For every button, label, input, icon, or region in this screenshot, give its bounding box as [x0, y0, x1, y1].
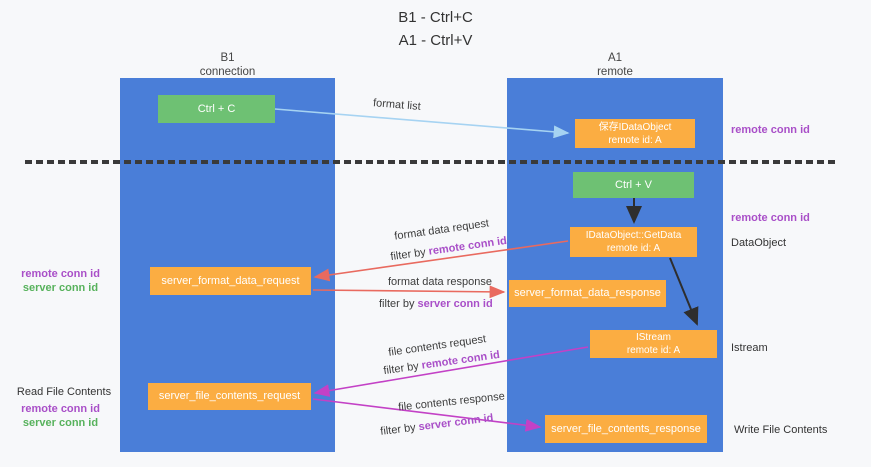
right-column-subtitle: remote: [597, 66, 633, 79]
idataobject-getdata-box: IDataObject::GetData remote id: A: [570, 227, 697, 257]
right-column-header: A1 remote: [507, 51, 723, 80]
server-conn-id-text: server conn id: [417, 412, 495, 434]
right-remote-conn-id-mid: remote conn id: [731, 212, 810, 224]
left-column-subtitle: connection: [199, 66, 256, 79]
label-format-data-response: format data response: [388, 276, 492, 288]
label-file-contents-response: file contents response: [397, 390, 506, 414]
saved-idataobject-box: 保存IDataObject remote id: A: [575, 119, 695, 148]
server-file-contents-response-box: server_file_contents_response: [545, 415, 707, 443]
section-divider-dashed-line: [25, 160, 835, 164]
istream-line1: IStream: [635, 332, 671, 343]
left-server-conn-id-bottom: server conn id: [22, 417, 99, 429]
idataobject-getdata-line1: IDataObject::GetData: [585, 230, 682, 241]
saved-idataobject-line1: 保存IDataObject: [598, 121, 672, 133]
diagram-title: B1 - Ctrl+C A1 - Ctrl+V: [0, 7, 871, 52]
label-filter-server-2: filter by server conn id: [379, 412, 495, 438]
server-file-contents-request-label: server_file_contents_request: [158, 390, 301, 403]
server-format-data-request-box: server_format_data_request: [150, 267, 311, 295]
saved-idataobject-line2: remote id: A: [608, 134, 662, 146]
right-write-file-contents-label: Write File Contents: [734, 424, 828, 436]
ctrl-v-label: Ctrl + V: [615, 178, 652, 191]
label-format-list: format list: [372, 97, 422, 113]
label-filter-server-1: filter by server conn id: [379, 298, 493, 310]
istream-box: IStream remote id: A: [590, 330, 717, 358]
remote-conn-id-text: remote conn id: [427, 234, 508, 258]
ctrl-v-box: Ctrl + V: [573, 172, 694, 198]
server-format-data-response-box: server_format_data_response: [509, 280, 666, 307]
server-file-contents-response-label: server_file_contents_response: [551, 422, 701, 435]
left-read-file-contents-label: Read File Contents: [16, 386, 112, 398]
right-column-title: A1: [607, 52, 623, 64]
server-format-data-request-label: server_format_data_request: [161, 274, 300, 287]
right-istream-label: Istream: [731, 342, 768, 354]
idataobject-getdata-line2: remote id: A: [606, 243, 661, 254]
left-remote-conn-id-mid: remote conn id: [21, 268, 100, 280]
title-line-1: B1 - Ctrl+C: [398, 9, 473, 26]
istream-line2: remote id: A: [626, 345, 681, 356]
left-server-conn-id-mid: server conn id: [22, 282, 99, 294]
left-column-title: B1: [220, 52, 235, 64]
ctrl-c-box: Ctrl + C: [158, 95, 275, 123]
arrow-format-data-response: [312, 285, 506, 299]
right-remote-conn-id-top: remote conn id: [731, 124, 810, 136]
right-dataobject-label: DataObject: [731, 237, 787, 249]
ctrl-c-label: Ctrl + C: [197, 102, 236, 115]
left-remote-conn-id-bottom: remote conn id: [21, 403, 100, 415]
server-format-data-response-label: server_format_data_response: [514, 287, 661, 300]
server-conn-id-text: server conn id: [417, 298, 493, 310]
title-line-2: A1 - Ctrl+V: [398, 31, 473, 49]
server-file-contents-request-box: server_file_contents_request: [148, 383, 311, 410]
left-column-header: B1 connection: [120, 51, 335, 80]
